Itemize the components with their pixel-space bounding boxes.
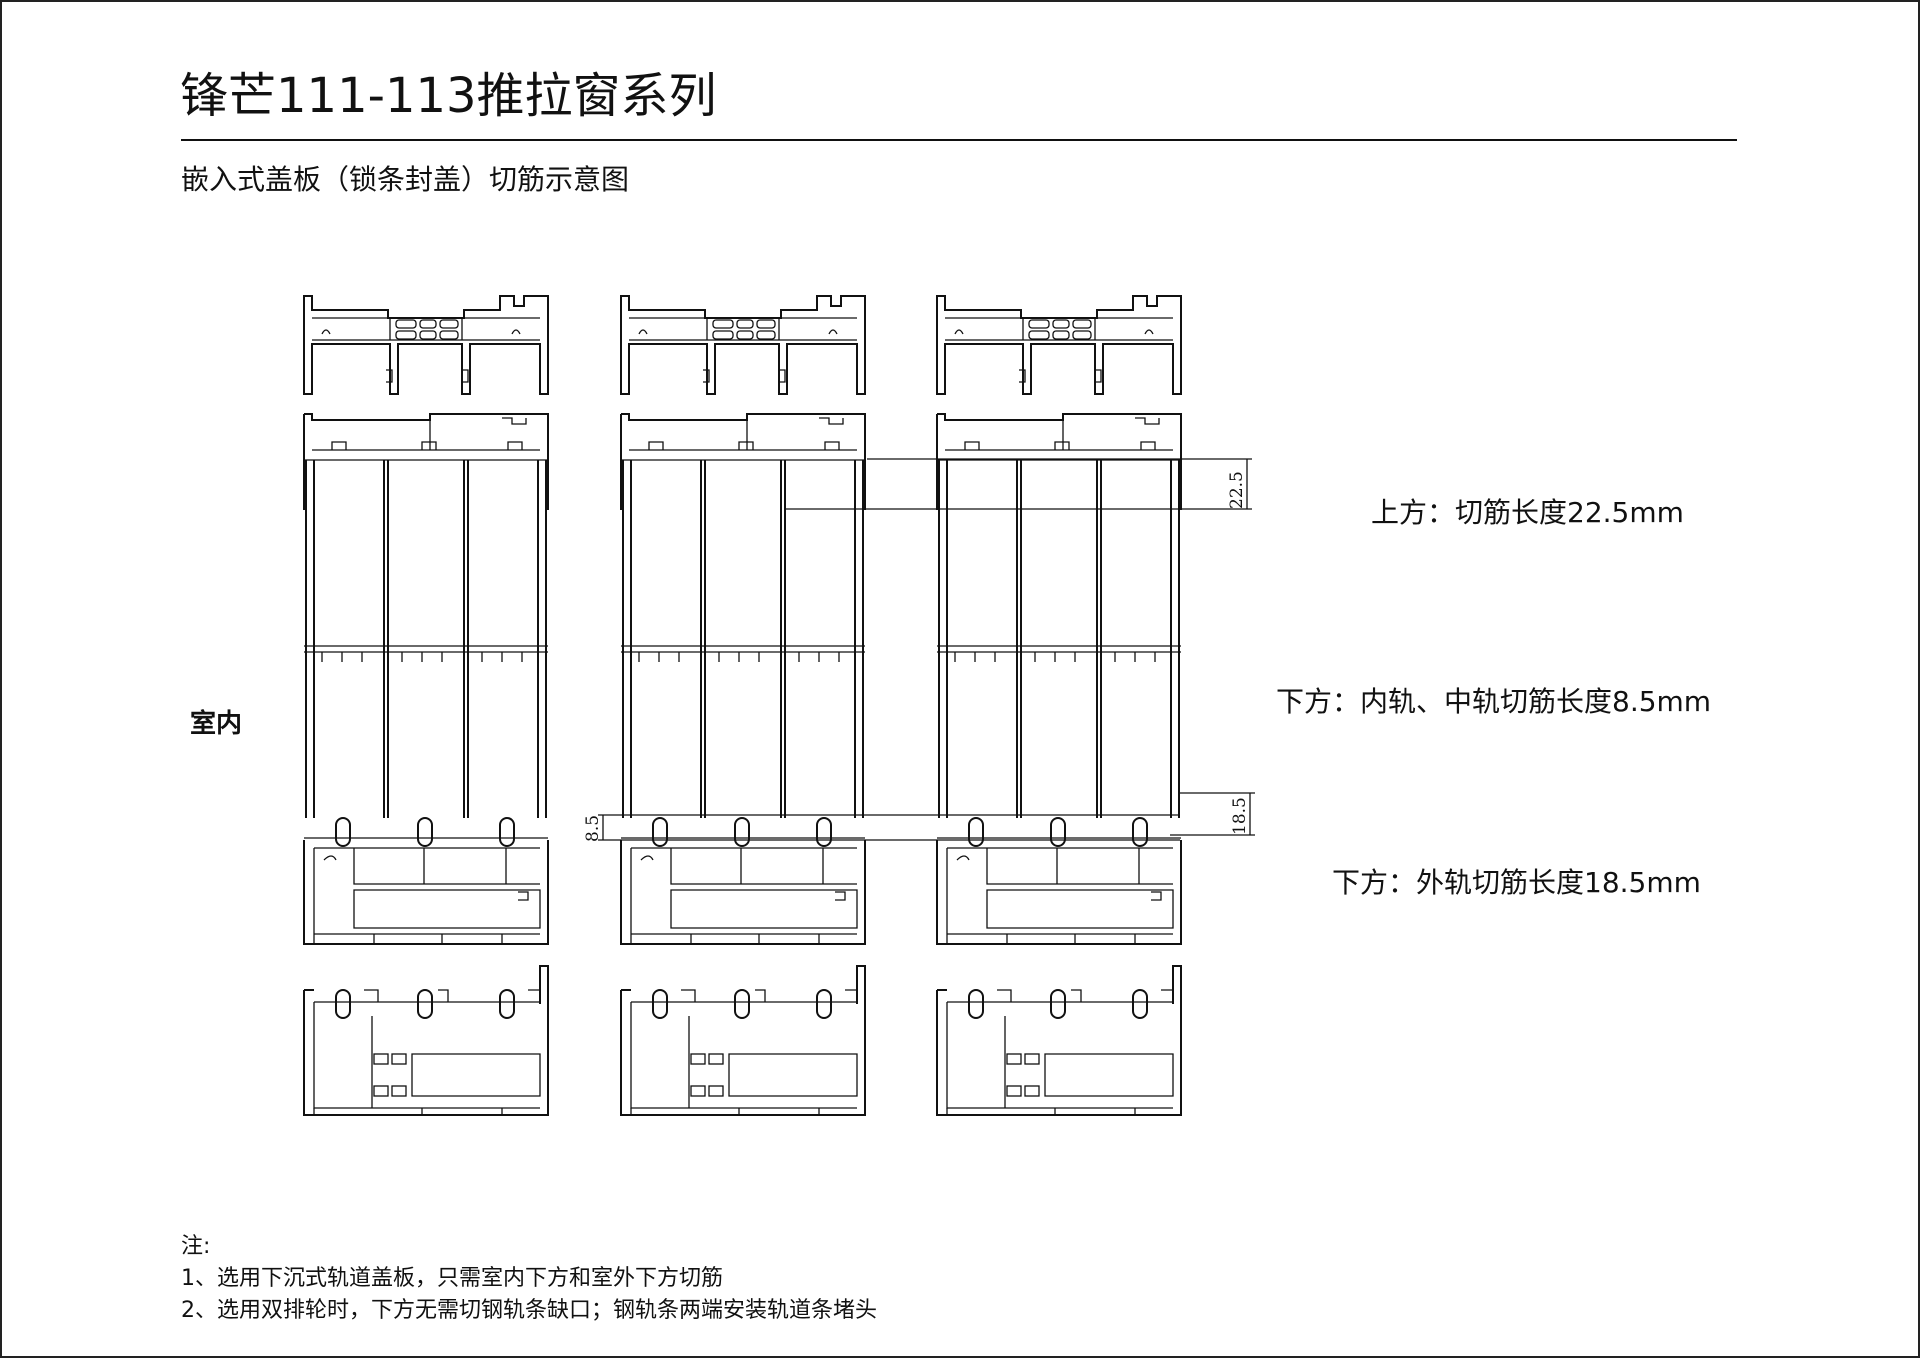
- profile-column-1: [303, 295, 549, 1116]
- annotation-outer-rail: 下方：外轨切筋长度18.5mm: [1332, 866, 1701, 899]
- dimension-outer-rail-value: 18.5: [1230, 797, 1250, 835]
- dimension-outer-rail: 18.5: [1170, 792, 1255, 836]
- note-item-1: 1、选用下沉式轨道盖板，只需室内下方和室外下方切筋: [181, 1266, 723, 1291]
- indoor-label: 室内: [190, 708, 242, 739]
- page-title: 锋芒111-113推拉窗系列: [180, 68, 717, 124]
- dimension-inner-rail-value: 8.5: [583, 815, 603, 842]
- page-subtitle: 嵌入式盖板（锁条封盖）切筋示意图: [181, 163, 629, 196]
- dimension-top: 22.5: [786, 458, 1252, 510]
- profile-column-3: [936, 295, 1182, 1116]
- annotation-top: 上方：切筋长度22.5mm: [1371, 496, 1684, 529]
- profile-column-2: [620, 295, 866, 1116]
- dimension-top-value: 22.5: [1227, 471, 1247, 509]
- notes-heading: 注:: [181, 1234, 210, 1259]
- note-item-2: 2、选用双排轮时，下方无需切钢轨条缺口；钢轨条两端安装轨道条堵头: [181, 1298, 877, 1323]
- annotation-inner-rail: 下方：内轨、中轨切筋长度8.5mm: [1276, 685, 1711, 718]
- dimension-inner-rail: 8.5: [583, 814, 1180, 842]
